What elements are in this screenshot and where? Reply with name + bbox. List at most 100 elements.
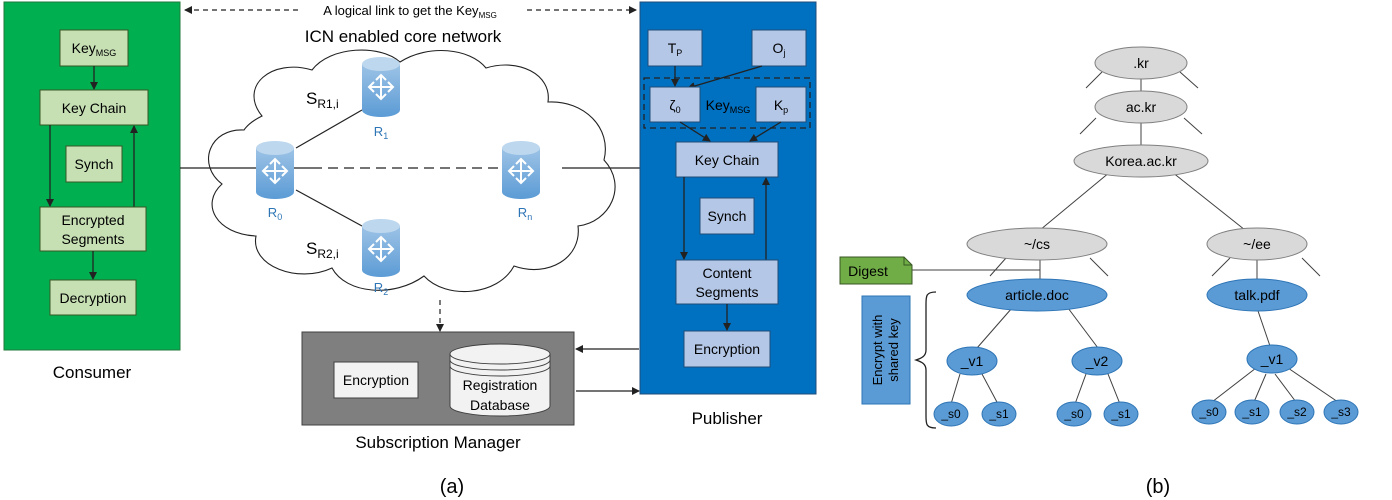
encrypt-brace <box>913 291 937 429</box>
tree-leaf: _s1 <box>1103 401 1139 427</box>
tree-leaf: _s1 <box>1234 399 1270 425</box>
router-r1-label: R1 <box>374 124 388 141</box>
tree-node-kr: .kr <box>1094 46 1188 80</box>
svg-text:_s0: _s0 <box>1198 405 1219 419</box>
manager-encryption-box: Encryption <box>333 361 419 399</box>
svg-text:Korea.ac.kr: Korea.ac.kr <box>1105 153 1177 169</box>
tree-leaf: _s1 <box>981 401 1017 427</box>
svg-text:Encryption: Encryption <box>694 341 760 357</box>
router-rn <box>502 141 540 199</box>
publisher-zeta-box: ζ0 <box>649 86 701 123</box>
r0-r2-link <box>295 189 363 227</box>
svg-text:Synch: Synch <box>75 156 114 172</box>
svg-text:_s0: _s0 <box>940 407 961 421</box>
tree-node-v2-left: _v2 <box>1071 346 1123 376</box>
consumer-decryption-box: Decryption <box>49 279 137 316</box>
svg-text:Segments: Segments <box>695 284 758 300</box>
tree-leaf: _s3 <box>1323 399 1359 425</box>
caption-a: (a) <box>440 476 464 498</box>
keymsg-group <box>643 77 811 129</box>
registration-database: Registration Database <box>449 343 551 417</box>
svg-text:Segments: Segments <box>61 231 124 247</box>
s-r2-label: SR2,i <box>306 239 339 261</box>
svg-text:ac.kr: ac.kr <box>1126 99 1157 115</box>
svg-text:_s1: _s1 <box>1241 405 1262 419</box>
router-r1 <box>362 57 400 117</box>
svg-text:Key Chain: Key Chain <box>695 152 760 168</box>
svg-text:_s1: _s1 <box>1110 407 1131 421</box>
svg-text:Encrypt with: Encrypt with <box>870 315 885 386</box>
svg-text:shared key: shared key <box>886 318 901 382</box>
svg-text:~/ee: ~/ee <box>1243 236 1271 252</box>
publisher-content-segments-box: Content Segments <box>675 259 779 305</box>
tree-leaf: _s0 <box>1056 401 1092 427</box>
consumer-synch-box: Synch <box>65 145 123 183</box>
router-r2-label: R2 <box>374 280 388 297</box>
svg-text:talk.pdf: talk.pdf <box>1234 287 1279 303</box>
consumer-keymsg-box: KeyMSG <box>59 29 129 67</box>
caption-b: (b) <box>1146 476 1170 498</box>
digest-note: Digest <box>839 256 913 285</box>
svg-text:KeyMSG: KeyMSG <box>72 40 117 58</box>
subscription-manager-panel: Encryption Registration Database <box>301 331 575 426</box>
publisher-kp-box: Kp <box>755 86 807 123</box>
svg-text:Database: Database <box>470 397 530 413</box>
tree-node-v1-right: _v1 <box>1246 344 1298 374</box>
router-rn-label: Rn <box>518 205 532 222</box>
tree-leaf: _s2 <box>1279 399 1315 425</box>
svg-text:Decryption: Decryption <box>60 290 127 306</box>
publisher-synch-box: Synch <box>699 197 755 235</box>
consumer-label: Consumer <box>53 363 132 382</box>
r0-r1-link <box>295 109 363 149</box>
tree-node-article: article.doc <box>966 278 1108 312</box>
svg-text:ζ0: ζ0 <box>669 97 680 115</box>
consumer-keychain-box: Key Chain <box>39 89 149 126</box>
svg-text:article.doc: article.doc <box>1005 287 1069 303</box>
consumer-encrypted-segments-box: Encrypted Segments <box>39 206 147 252</box>
publisher-keychain-box: Key Chain <box>675 141 779 178</box>
svg-text:Digest: Digest <box>848 263 888 279</box>
svg-text:Encryption: Encryption <box>343 372 409 388</box>
tree-node-ackr: ac.kr <box>1094 90 1188 124</box>
svg-text:_v1: _v1 <box>1260 351 1284 367</box>
tree-node-cs: ~/cs <box>966 227 1108 261</box>
core-network-label: ICN enabled core network <box>305 27 502 46</box>
svg-text:_s3: _s3 <box>1330 405 1351 419</box>
svg-text:.kr: .kr <box>1133 55 1149 71</box>
publisher-oj-box: Oj <box>751 29 807 67</box>
svg-text:Kp: Kp <box>774 97 788 115</box>
consumer-panel: KeyMSG Key Chain Synch Encrypted Segment… <box>3 1 181 351</box>
tree-leaf: _s0 <box>1191 399 1227 425</box>
tree-leaf: _s0 <box>933 401 969 427</box>
svg-text:Synch: Synch <box>708 208 747 224</box>
svg-text:Oj: Oj <box>773 40 786 58</box>
router-r0-label: R0 <box>268 205 282 222</box>
svg-text:Key Chain: Key Chain <box>62 100 127 116</box>
encrypt-shared-key-box: Encrypt with shared key <box>861 295 911 405</box>
subscription-manager-label: Subscription Manager <box>355 433 521 452</box>
svg-text:Registration: Registration <box>463 377 538 393</box>
router-r0 <box>256 141 294 199</box>
svg-text:_v2: _v2 <box>1085 353 1109 369</box>
tree-node-v1-left: _v1 <box>946 346 998 376</box>
svg-text:Encrypted: Encrypted <box>61 212 124 228</box>
svg-text:Content: Content <box>702 265 751 281</box>
tree-node-talk: talk.pdf <box>1206 278 1308 312</box>
svg-text:~/cs: ~/cs <box>1024 236 1050 252</box>
publisher-panel: TP Oj ζ0 KeyMSG Kp Key Chain Synch <box>639 1 817 395</box>
router-r2 <box>362 219 400 277</box>
s-r1-label: SR1,i <box>306 89 339 111</box>
svg-text:_s1: _s1 <box>988 407 1009 421</box>
name-tree <box>912 71 1339 405</box>
tree-node-ee: ~/ee <box>1206 227 1308 261</box>
publisher-encryption-box: Encryption <box>683 330 771 368</box>
svg-text:TP: TP <box>668 40 683 58</box>
svg-text:_s0: _s0 <box>1063 407 1084 421</box>
svg-text:_v1: _v1 <box>960 353 984 369</box>
publisher-label: Publisher <box>692 409 763 428</box>
svg-text:_s2: _s2 <box>1286 405 1307 419</box>
keymsg-label: KeyMSG <box>706 97 751 115</box>
tree-node-korea: Korea.ac.kr <box>1073 144 1209 178</box>
logical-link-label: A logical link to get the KeyMSG <box>323 3 497 20</box>
